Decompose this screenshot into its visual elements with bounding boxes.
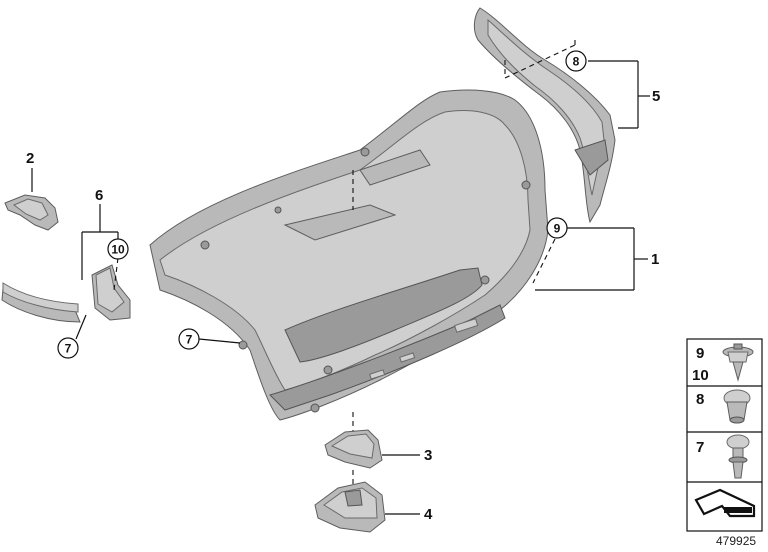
push-clip-icon (723, 389, 751, 424)
callout-6: 6 (95, 187, 103, 204)
expanding-rivet-icon (726, 434, 750, 479)
trim-profile-icon (694, 488, 756, 518)
plastic-rivet-icon (722, 343, 754, 382)
part-5-leader (504, 38, 650, 129)
curved-trim-part-6 (1, 264, 131, 323)
svg-text:8: 8 (573, 55, 580, 69)
cover-part-3 (324, 412, 420, 469)
legend-label-8: 8 (696, 391, 704, 408)
trunk-lid-trim-panel (149, 89, 549, 421)
bracket-part-2 (4, 168, 59, 231)
callout-5: 5 (652, 88, 660, 105)
callout-7-main: 7 (178, 328, 241, 350)
svg-text:7: 7 (186, 333, 193, 347)
legend-label-9: 9 (696, 345, 704, 362)
callout-8: 8 (565, 50, 587, 72)
callout-2: 2 (26, 150, 34, 167)
part-6-leader (75, 204, 119, 340)
legend-label-10: 10 (692, 367, 709, 384)
svg-text:9: 9 (554, 222, 561, 236)
svg-text:10: 10 (111, 243, 125, 257)
callout-3: 3 (424, 447, 432, 464)
callout-4: 4 (424, 506, 433, 523)
side-trim-strip (473, 7, 616, 224)
callout-10: 10 (107, 238, 129, 260)
fastener-legend: 9 10 8 7 (686, 338, 763, 532)
callout-1: 1 (651, 251, 659, 268)
callout-9: 9 (546, 217, 568, 239)
handle-part-4 (314, 470, 420, 533)
legend-label-7: 7 (696, 439, 704, 456)
callout-7-side: 7 (57, 337, 79, 359)
part-1-leader (532, 227, 648, 291)
document-number: 479925 (716, 534, 756, 548)
svg-text:7: 7 (65, 342, 72, 356)
